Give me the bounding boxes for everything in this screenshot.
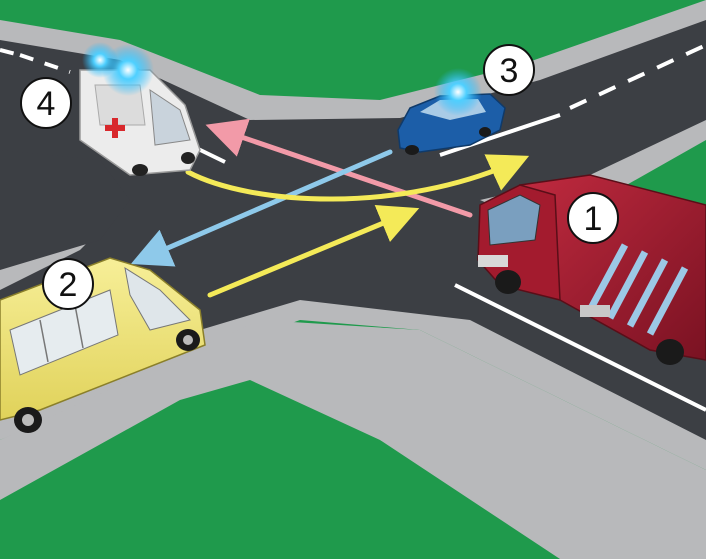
badge-vehicle-2: 2 (42, 258, 94, 310)
vehicle-ambulance (79, 42, 201, 176)
arrow-blue-vehicle-3 (130, 149, 393, 267)
flasher-icon (82, 42, 118, 78)
vehicle-number-label: 4 (37, 85, 56, 123)
badge-vehicle-1: 1 (567, 192, 619, 244)
movement-arrows (130, 118, 530, 298)
badge-vehicle-3: 3 (483, 44, 535, 96)
arrow-yellow-vehicle-2 (207, 205, 420, 298)
red-cross-icon (105, 118, 125, 138)
badge-vehicle-4: 4 (20, 77, 72, 129)
vehicle-number-label: 3 (500, 52, 519, 90)
flasher-icon (434, 68, 482, 116)
vehicle-number-label: 1 (584, 200, 603, 238)
vehicle-truck (477, 174, 706, 365)
vehicle-number-label: 2 (59, 266, 78, 304)
arrow-yellow-vehicle-4 (185, 154, 530, 202)
vehicle-car (397, 68, 506, 155)
